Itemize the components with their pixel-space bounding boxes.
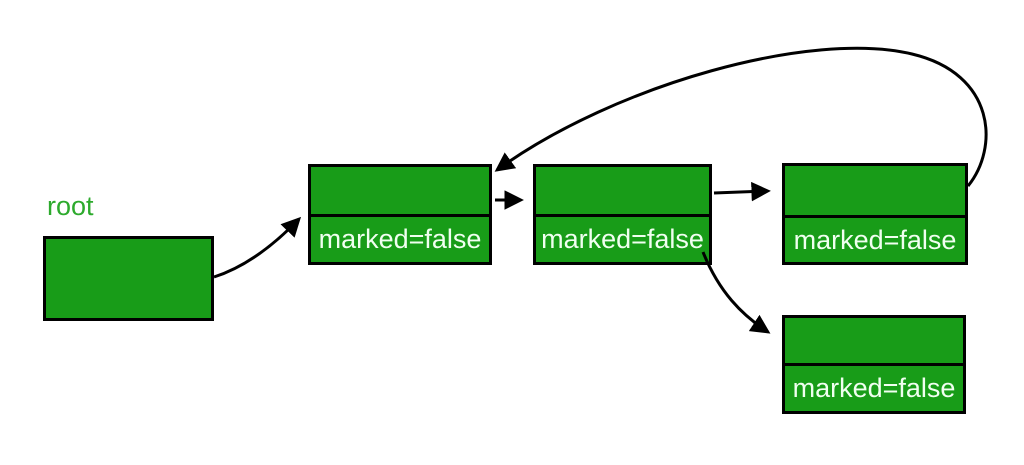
list-node-3: marked=false [782, 163, 968, 265]
node-4-pointer-field [785, 318, 963, 366]
list-node-4: marked=false [782, 315, 966, 414]
edge-node2-to-node4 [701, 251, 771, 334]
list-node-1: marked=false [308, 164, 492, 265]
node-2-marked-field: marked=false [541, 224, 704, 254]
node-3-pointer-field [785, 166, 965, 218]
root-box [43, 236, 214, 321]
root-label: root [47, 191, 94, 221]
list-node-2: marked=false [533, 164, 712, 265]
node-1-pointer-field [311, 167, 489, 217]
edge-node2-to-node3 [713, 181, 771, 202]
node-2-pointer-field [536, 167, 709, 217]
node-4-marked-field: marked=false [792, 373, 956, 403]
edge-root-to-node1 [213, 216, 302, 279]
node-3-marked-field: marked=false [793, 224, 957, 255]
node-1-marked-field: marked=false [318, 224, 482, 254]
